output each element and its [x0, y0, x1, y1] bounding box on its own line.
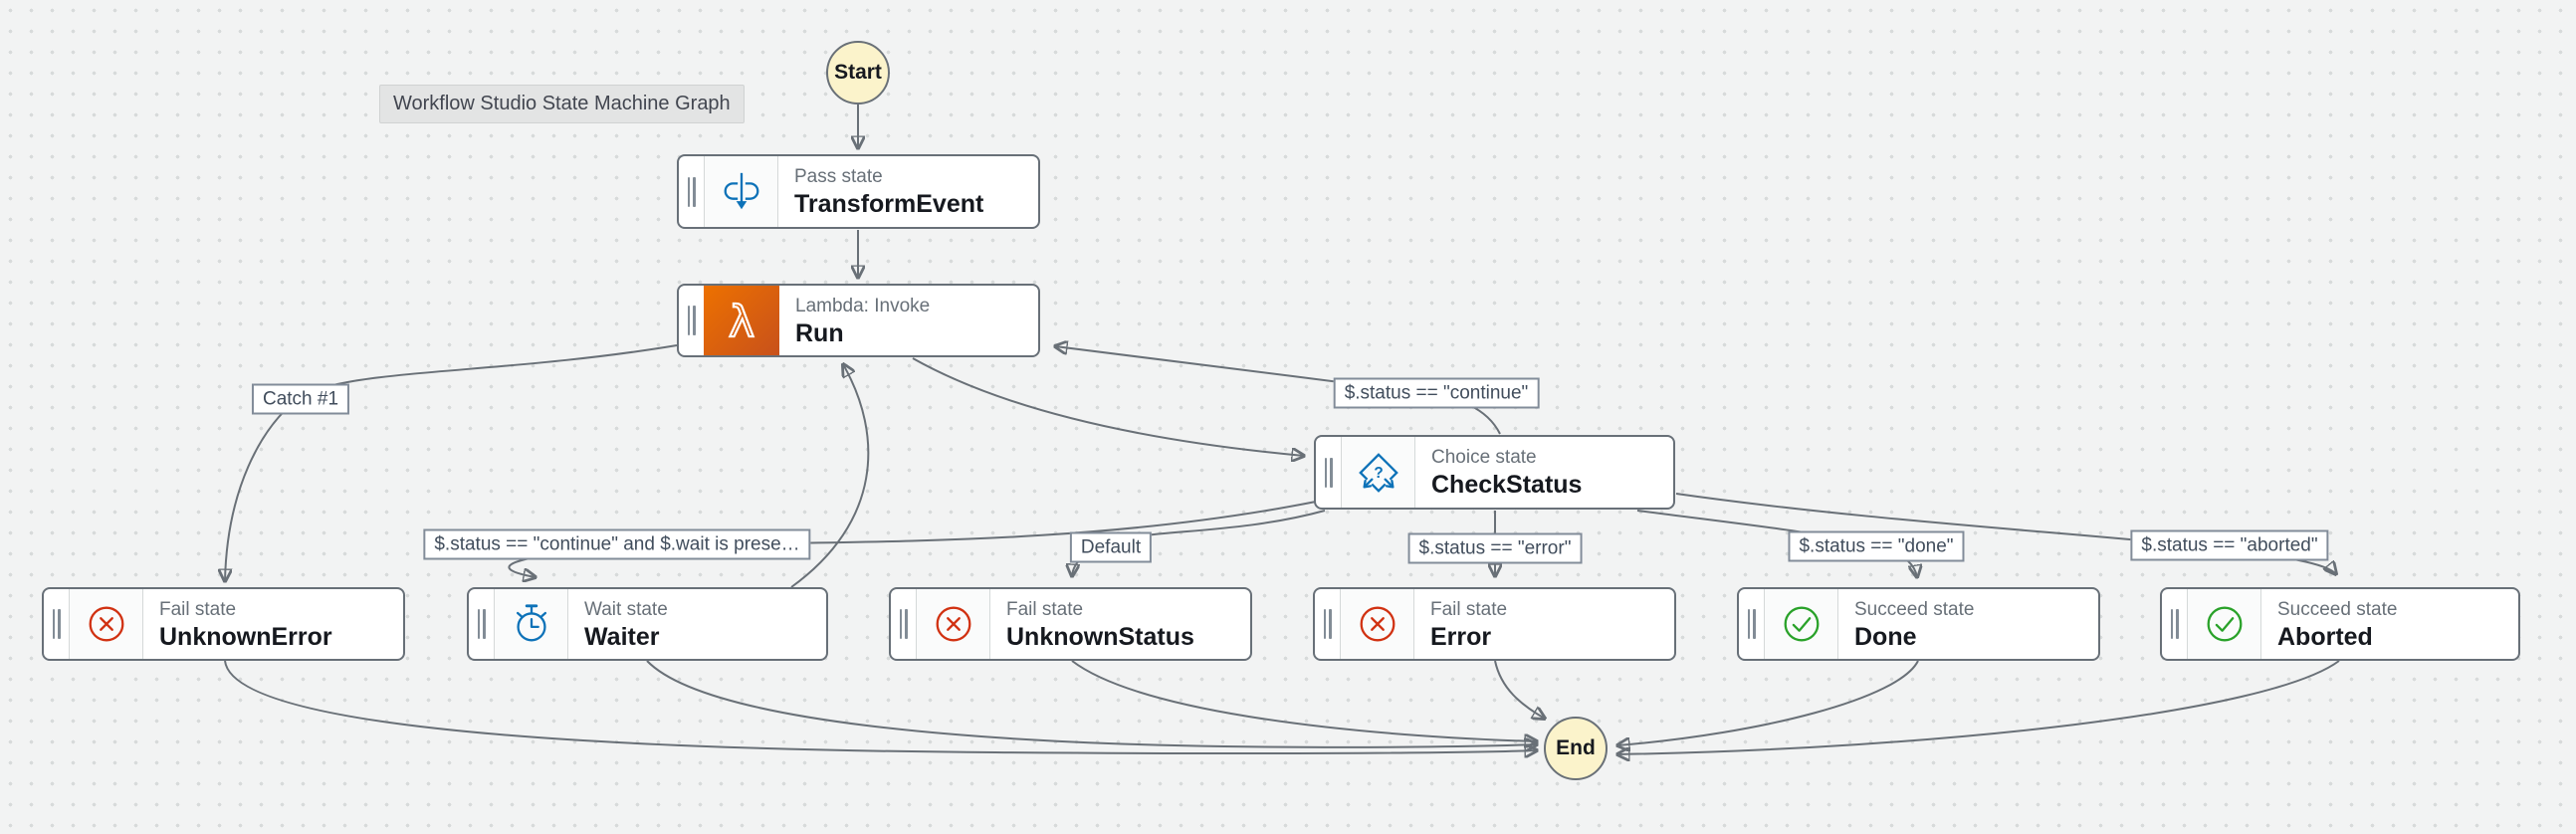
- state-name: CheckStatus: [1431, 471, 1583, 499]
- state-node-run[interactable]: λ Lambda: Invoke Run: [677, 284, 1040, 357]
- state-type-label: Succeed state: [1854, 599, 1975, 620]
- drag-handle-icon[interactable]: [2162, 589, 2187, 659]
- state-node-error[interactable]: Fail state Error: [1313, 587, 1676, 661]
- graph-title-tooltip: Workflow Studio State Machine Graph: [379, 85, 745, 123]
- succeed-icon: [1764, 589, 1838, 659]
- state-type-label: Pass state: [794, 166, 883, 187]
- succeed-icon: [2187, 589, 2261, 659]
- edge-unknownstatus-to-end: [1071, 660, 1537, 741]
- fail-icon: [1340, 589, 1414, 659]
- state-node-checkstatus[interactable]: ? Choice state CheckStatus: [1314, 435, 1675, 510]
- edge-label-status-error: $.status == "error": [1407, 532, 1583, 564]
- drag-handle-icon[interactable]: [44, 589, 69, 659]
- state-name: UnknownStatus: [1006, 623, 1194, 651]
- state-type-label: Lambda: Invoke: [795, 296, 931, 316]
- edge-unknownerror-to-end: [224, 660, 1537, 753]
- drag-handle-icon[interactable]: [679, 286, 704, 355]
- edge-label-default: Default: [1069, 531, 1153, 563]
- edge-label-status-done: $.status == "done": [1788, 530, 1965, 562]
- lambda-icon: λ: [704, 286, 779, 355]
- edge-error-to-end: [1494, 660, 1545, 719]
- state-node-waiter[interactable]: Wait state Waiter: [467, 587, 828, 661]
- state-name: Error: [1430, 623, 1492, 651]
- edge-done-to-end: [1617, 660, 1919, 745]
- edge-label-status-continue: $.status == "continue": [1333, 377, 1540, 409]
- drag-handle-icon[interactable]: [891, 589, 916, 659]
- fail-icon: [916, 589, 990, 659]
- edge-waiter-to-run: [790, 364, 870, 588]
- drag-handle-icon[interactable]: [1315, 589, 1340, 659]
- edge-aborted-to-end: [1617, 660, 2340, 754]
- choice-icon: ?: [1341, 437, 1415, 508]
- state-type-label: Wait state: [584, 599, 668, 620]
- svg-text:?: ?: [1374, 464, 1383, 481]
- wait-icon: [494, 589, 568, 659]
- state-node-aborted[interactable]: Succeed state Aborted: [2160, 587, 2520, 661]
- svg-text:λ: λ: [729, 297, 754, 347]
- state-name: Done: [1854, 623, 1917, 651]
- fail-icon: [69, 589, 143, 659]
- drag-handle-icon[interactable]: [469, 589, 494, 659]
- edge-label-status-aborted: $.status == "aborted": [2130, 529, 2329, 561]
- drag-handle-icon[interactable]: [1316, 437, 1341, 508]
- state-node-unknownerror[interactable]: Fail state UnknownError: [42, 587, 405, 661]
- state-type-label: Fail state: [1006, 599, 1084, 620]
- drag-handle-icon[interactable]: [1739, 589, 1764, 659]
- state-name: Aborted: [2277, 623, 2373, 651]
- drag-handle-icon[interactable]: [679, 156, 704, 227]
- state-type-label: Fail state: [1430, 599, 1508, 620]
- pass-icon: [704, 156, 778, 227]
- state-node-done[interactable]: Succeed state Done: [1737, 587, 2100, 661]
- state-name: Waiter: [584, 623, 660, 651]
- end-node: End: [1544, 717, 1608, 780]
- edge-label-catch-1: Catch #1: [251, 383, 350, 415]
- state-node-unknownstatus[interactable]: Fail state UnknownStatus: [889, 587, 1252, 661]
- edge-label-status-continue-and-wait: $.status == "continue" and $.wait is pre…: [423, 528, 811, 560]
- edge-waiter-to-end: [646, 660, 1537, 747]
- state-name: Run: [795, 319, 844, 347]
- state-type-label: Choice state: [1431, 447, 1537, 468]
- state-type-label: Succeed state: [2277, 599, 2398, 620]
- edge-run-to-checkstatus: [912, 357, 1304, 456]
- state-node-transformevent[interactable]: Pass state TransformEvent: [677, 154, 1040, 229]
- state-name: TransformEvent: [794, 190, 984, 218]
- start-node: Start: [826, 41, 890, 104]
- state-name: UnknownError: [159, 623, 332, 651]
- state-type-label: Fail state: [159, 599, 237, 620]
